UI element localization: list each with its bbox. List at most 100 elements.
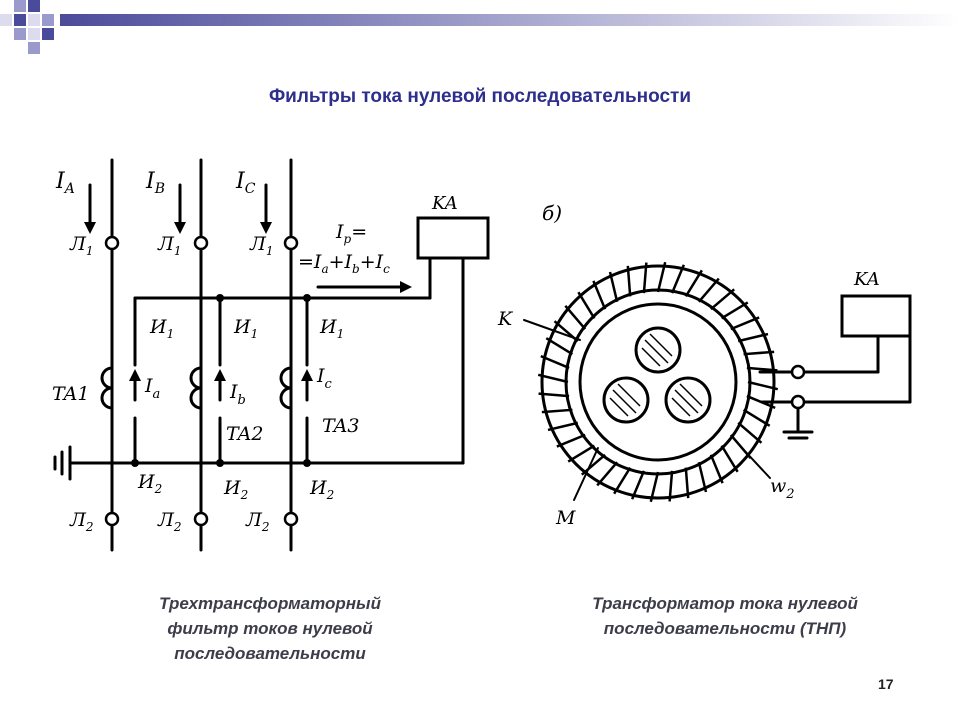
phase-current-a: IA — [55, 169, 75, 197]
arrowhead-sum — [400, 281, 412, 293]
winding-turn — [547, 421, 579, 432]
arrowhead-sec-b — [214, 369, 226, 381]
winding-turn — [631, 470, 646, 500]
conductor-hatching — [609, 333, 703, 417]
caption-left-line: последовательности — [174, 644, 366, 663]
arrowhead-a — [84, 222, 96, 234]
slide-title: Фильтры тока нулевой последовательности — [268, 86, 692, 107]
deco-square — [42, 14, 54, 26]
winding-turn — [580, 453, 606, 476]
winding-turn — [626, 265, 632, 297]
page-number: 17 — [878, 676, 894, 692]
winding-label-w2: w2 — [770, 475, 795, 502]
deco-square — [14, 28, 26, 40]
transformer-label-ta1: TA1 — [52, 383, 89, 405]
winding-turn — [747, 380, 779, 391]
arrowhead-sec-a — [129, 369, 141, 381]
winding-turn — [608, 271, 619, 303]
winding-label-bottom-b: И2 — [223, 477, 248, 502]
junction-dot — [131, 459, 139, 467]
transformer-label-ta3: TA3 — [322, 415, 359, 437]
terminal-label-l2-a: Л2 — [69, 509, 94, 534]
winding-turn — [684, 269, 703, 298]
winding-turn — [709, 454, 724, 484]
caption-left: Трехтрансформаторный фильтр токов нулево… — [112, 591, 428, 666]
terminal-label-l2-b: Л2 — [157, 509, 182, 534]
winding-turn — [737, 332, 769, 343]
winding-turn — [564, 304, 587, 330]
winding-turn — [642, 262, 648, 294]
winding-turn — [668, 470, 674, 502]
winding-label-top-c: И1 — [319, 316, 344, 341]
terminal-label-l1-a: Л1 — [69, 233, 94, 258]
terminal-l2-c — [283, 511, 299, 527]
cable-sheath — [578, 302, 738, 462]
phase-current-c: IC — [235, 169, 256, 197]
winding-turn — [670, 264, 685, 294]
arrowhead-sec-c — [301, 369, 313, 381]
deco-square — [28, 0, 40, 12]
deco-square — [28, 14, 40, 26]
core-label: K — [497, 308, 514, 330]
deco-square — [28, 28, 40, 40]
winding-label-top-b: И1 — [233, 316, 258, 341]
winding-label-bottom-a: И2 — [137, 471, 162, 496]
deco-square — [0, 14, 12, 26]
header-bar — [60, 14, 960, 26]
winding-turn — [743, 350, 775, 356]
terminal-l2-a — [104, 511, 120, 527]
winding-turn — [710, 288, 736, 311]
winding-label-bottom-c: И2 — [309, 477, 334, 502]
secondary-current-a: Ia — [144, 375, 160, 402]
header-decoration — [0, 0, 960, 54]
winding-turn — [540, 355, 570, 370]
sum-current-line2: =Ia+Ib+Ic — [298, 251, 390, 276]
deco-square — [14, 0, 26, 12]
deco-square — [14, 14, 26, 26]
terminal-label-l2-c: Л2 — [245, 509, 270, 534]
winding-label-top-a: И1 — [149, 316, 174, 341]
winding-turn — [720, 444, 739, 473]
sheath-label: M — [555, 507, 576, 529]
winding-turn — [545, 337, 574, 356]
winding-turn — [541, 408, 573, 414]
winding-turn — [730, 316, 760, 331]
relay-label-b: KA — [853, 269, 880, 290]
winding-turn — [613, 466, 632, 495]
cable-conductor-2 — [602, 376, 650, 424]
secondary-current-c: Ic — [316, 365, 333, 392]
winding-turn — [697, 277, 720, 303]
junction-dot — [216, 459, 224, 467]
arrowhead-c — [260, 222, 272, 234]
thnp-terminal-2 — [790, 394, 806, 410]
caption-left-line: фильтр токов нулевой — [167, 619, 373, 638]
arrowheads — [84, 222, 412, 467]
cable-conductor-3 — [664, 376, 712, 424]
terminal-l1-b — [193, 235, 209, 251]
winding-turn — [720, 301, 749, 320]
diagram-b-label: б) — [542, 201, 562, 225]
winding-turn — [649, 471, 660, 503]
terminal-label-l1-b: Л1 — [157, 233, 182, 258]
winding-turn — [537, 373, 569, 384]
caption-left-line: Трехтрансформаторный — [159, 594, 381, 613]
terminal-label-l1-c: Л1 — [249, 233, 274, 258]
ta1-primary-coil — [100, 366, 114, 410]
winding-turn — [553, 320, 579, 343]
winding-turn — [592, 280, 607, 310]
ta3-primary-coil — [279, 366, 293, 410]
sheath-pointer — [573, 447, 599, 501]
junction-dot — [303, 294, 311, 302]
winding-turn — [742, 408, 771, 427]
relay-label-a: KA — [431, 193, 458, 214]
transformer-label-ta2: TA2 — [226, 423, 263, 445]
winding-turn — [684, 467, 690, 499]
caption-right-line: Трансформатор тока нулевой — [592, 594, 858, 613]
sum-current-line1: Iр= — [335, 221, 367, 246]
core-outer — [540, 264, 776, 500]
winding-turn — [577, 291, 596, 320]
deco-square — [42, 28, 54, 40]
toroid-winding — [537, 261, 779, 503]
secondary-current-b: Ib — [229, 381, 246, 408]
